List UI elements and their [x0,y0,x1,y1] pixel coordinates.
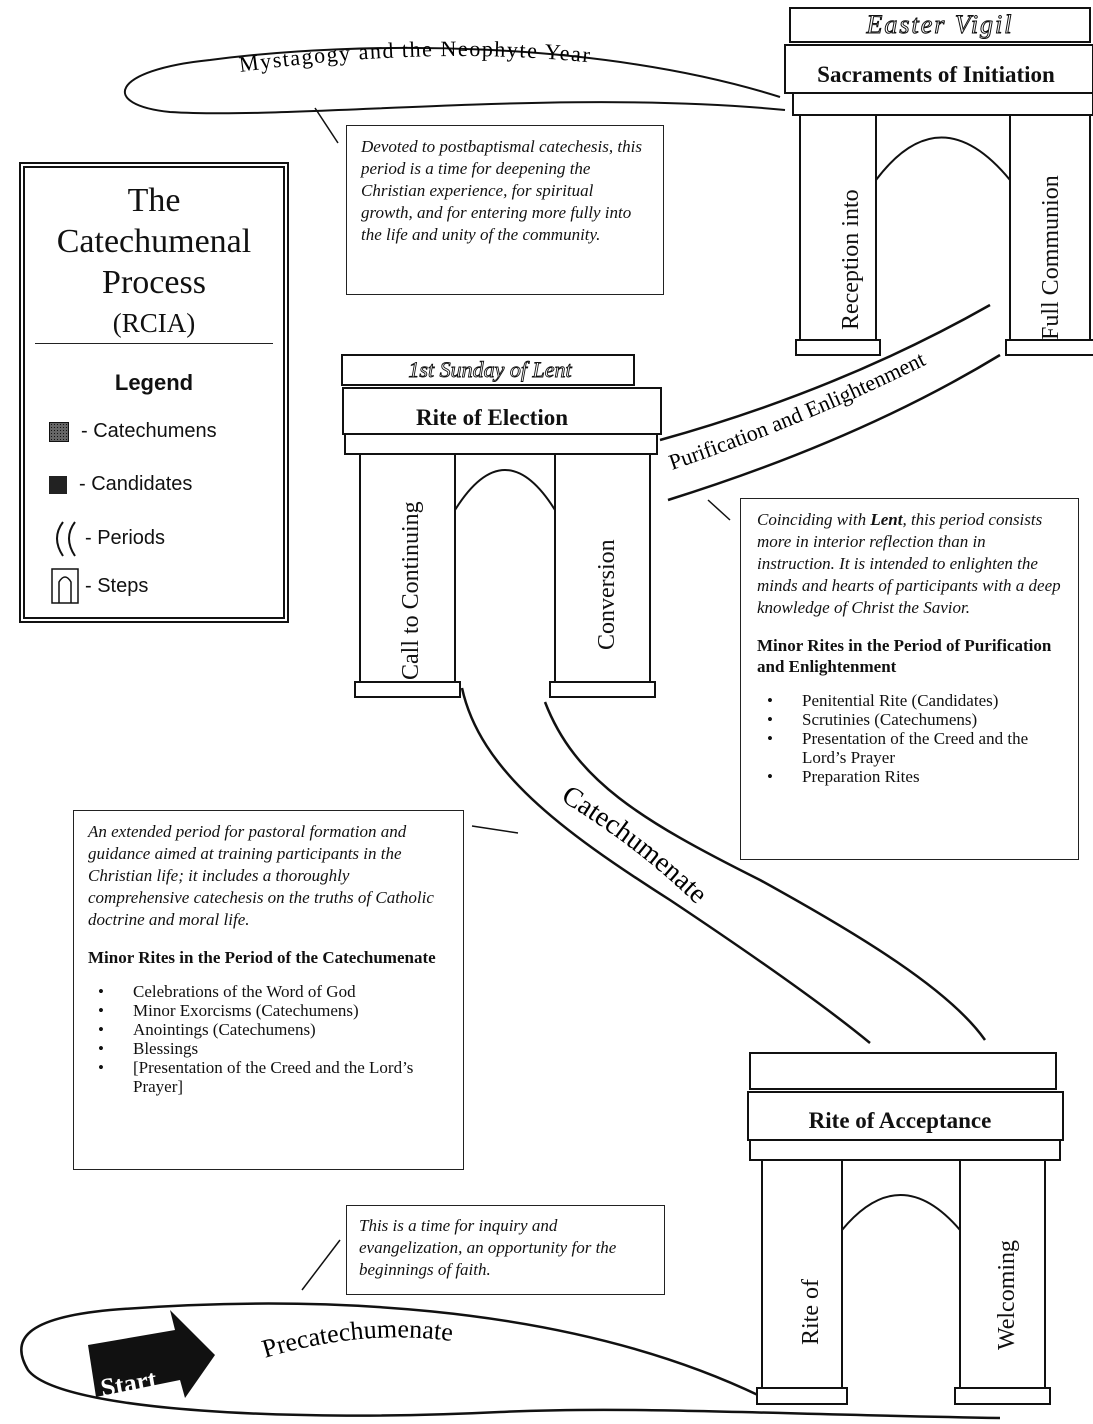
mystagogy-description: Devoted to postbaptismal catechesis, thi… [361,137,642,244]
catechumenate-rites-list: Celebrations of the Word of God Minor Ex… [88,982,449,1096]
conversion-label: Conversion [594,539,620,650]
legend-label: - Periods [85,526,166,549]
callout-lines [301,107,731,1291]
list-item: Scrutinies (Catechumens) [757,710,1062,729]
rite-of-label: Rite of [798,1279,824,1345]
initiation-arch: Easter Vigil Sacraments of Initiation Re… [784,7,1093,356]
welcoming-label: Welcoming [994,1240,1020,1350]
precatechumenate-period-label: Precatechumenate [259,1314,455,1363]
full-communion-label: Full Communion [1038,175,1064,340]
list-item: Presentation of the Creed and the Lord’s… [757,729,1062,767]
purification-description: Coinciding with Lent, this period consis… [757,510,1061,617]
purification-rites-list: Penitential Rite (Candidates) Scrutinies… [757,691,1062,786]
list-item: Minor Exorcisms (Catechumens) [88,1001,449,1020]
dark-square-icon [49,475,67,494]
rite-of-election-title: Rite of Election [416,405,568,430]
list-item: Blessings [88,1039,449,1058]
call-to-continuing-label: Call to Continuing [398,501,424,680]
start-arrow: Start [88,1310,215,1403]
legend-item-catechumens: - Catechumens [49,420,217,443]
purification-note: Coinciding with Lent, this period consis… [740,498,1079,860]
legend-box: The Catechumenal Process (RCIA) Legend -… [19,162,289,623]
election-arch: 1st Sunday of Lent Rite of Election Call… [341,354,662,698]
mystagogy-period-path [124,46,786,115]
banner-box [789,7,1091,43]
mystagogy-note: Devoted to postbaptismal catechesis, thi… [346,125,664,295]
periods-icon [56,521,76,557]
catechumenate-minor-rites-title: Minor Rites in the Period of the Catechu… [88,948,436,967]
legend-divider [35,343,273,344]
list-item: [Presentation of the Creed and the Lord’… [88,1058,449,1096]
precatechumenate-period-path [20,1302,1001,1420]
title-line-2: Catechumenal [56,223,252,260]
acceptance-arch: Rite of Acceptance Rite of Welcoming [747,1052,1064,1405]
precatechumenate-note: This is a time for inquiry and evangeliz… [346,1205,665,1295]
catechumenate-note: An extended period for pastoral formatio… [73,810,464,1170]
list-item: Celebrations of the Word of God [88,982,449,1001]
first-sunday-of-lent-banner: 1st Sunday of Lent [408,357,572,382]
legend-item-candidates: - Candidates [49,473,192,496]
title-line-3: Process [102,264,206,301]
precatechumenate-description: This is a time for inquiry and evangeliz… [359,1216,617,1279]
rite-of-acceptance-title: Rite of Acceptance [809,1108,992,1133]
easter-vigil-banner: Easter Vigil [865,10,1013,39]
title-line-1: The [127,182,181,219]
legend-label: - Steps [85,574,149,597]
steps-icon [51,568,79,604]
sacraments-of-initiation-title: Sacraments of Initiation [817,62,1055,87]
purification-minor-rites-title: Minor Rites in the Period of Purificatio… [757,636,1052,676]
list-item: Anointings (Catechumens) [88,1020,449,1039]
title-line-4: (RCIA) [112,308,196,338]
legend-label: - Catechumens [81,420,217,442]
list-item: Preparation Rites [757,767,1062,786]
list-item: Penitential Rite (Candidates) [757,691,1062,710]
catechumenate-period-path [460,687,987,1044]
legend-heading: Legend [114,370,194,395]
purification-period-path [659,303,1001,502]
catechumenate-description: An extended period for pastoral formatio… [88,822,434,929]
legend-item-periods: - Periods [49,518,165,558]
mystagogy-period-label: Mystagogy and the Neophyte Year [237,36,592,77]
dotted-square-icon [49,421,69,442]
diagram-title: The Catechumenal Process (RCIA) [25,180,283,344]
legend-item-steps: - Steps [49,566,148,606]
reception-into-label: Reception into [838,189,864,330]
legend-label: - Candidates [79,473,193,495]
